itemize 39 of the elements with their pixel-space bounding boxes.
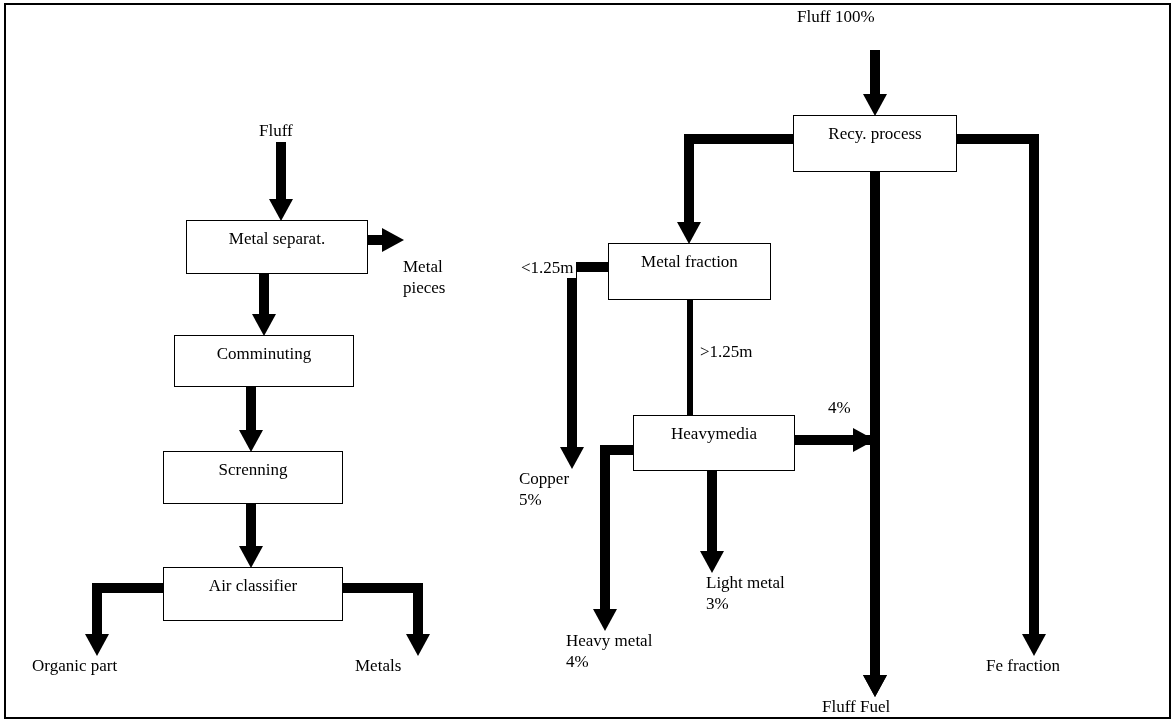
arrow bbox=[239, 387, 263, 452]
flow-label: Fluff bbox=[259, 120, 303, 142]
arrow bbox=[593, 445, 633, 631]
process-box bbox=[174, 335, 354, 387]
process-box bbox=[608, 243, 771, 300]
flow-label: Metals bbox=[355, 655, 425, 677]
arrow bbox=[795, 428, 887, 697]
flow-label: Heavy metal 4% bbox=[566, 630, 666, 674]
process-box bbox=[163, 567, 343, 621]
arrow bbox=[863, 50, 887, 116]
process-box bbox=[186, 220, 368, 274]
flow-label: Fluff 100% bbox=[797, 6, 881, 50]
process-box bbox=[163, 451, 343, 504]
arrow bbox=[677, 134, 793, 244]
flow-label: Fe fraction bbox=[986, 655, 1086, 677]
process-box bbox=[793, 115, 957, 172]
step-label: Metal fraction bbox=[641, 252, 738, 271]
arrow bbox=[957, 134, 1046, 656]
arrow bbox=[343, 583, 430, 656]
arrow bbox=[368, 228, 404, 252]
step-label: Comminuting bbox=[216, 344, 312, 363]
flow-label: Organic part bbox=[32, 655, 162, 677]
step-label: Air classifier bbox=[208, 576, 298, 595]
arrow bbox=[252, 274, 276, 336]
arrow bbox=[85, 583, 163, 656]
arrow bbox=[239, 504, 263, 568]
step-label: Screnning bbox=[218, 460, 288, 479]
flow-label: Metal pieces bbox=[403, 230, 461, 300]
arrow bbox=[269, 142, 293, 221]
arrow bbox=[700, 471, 724, 573]
step-label: Heavymedia bbox=[671, 424, 757, 443]
step-label: Recy. process bbox=[828, 124, 922, 143]
connector-line bbox=[687, 300, 693, 415]
flow-label: Light metal 3% bbox=[706, 572, 806, 616]
flow-label: Fluff Fuel bbox=[822, 696, 906, 718]
process-box bbox=[633, 415, 795, 471]
flow-label: Copper 5% bbox=[519, 468, 575, 512]
step-label: Metal separat. bbox=[228, 229, 326, 248]
arrow bbox=[560, 262, 608, 469]
